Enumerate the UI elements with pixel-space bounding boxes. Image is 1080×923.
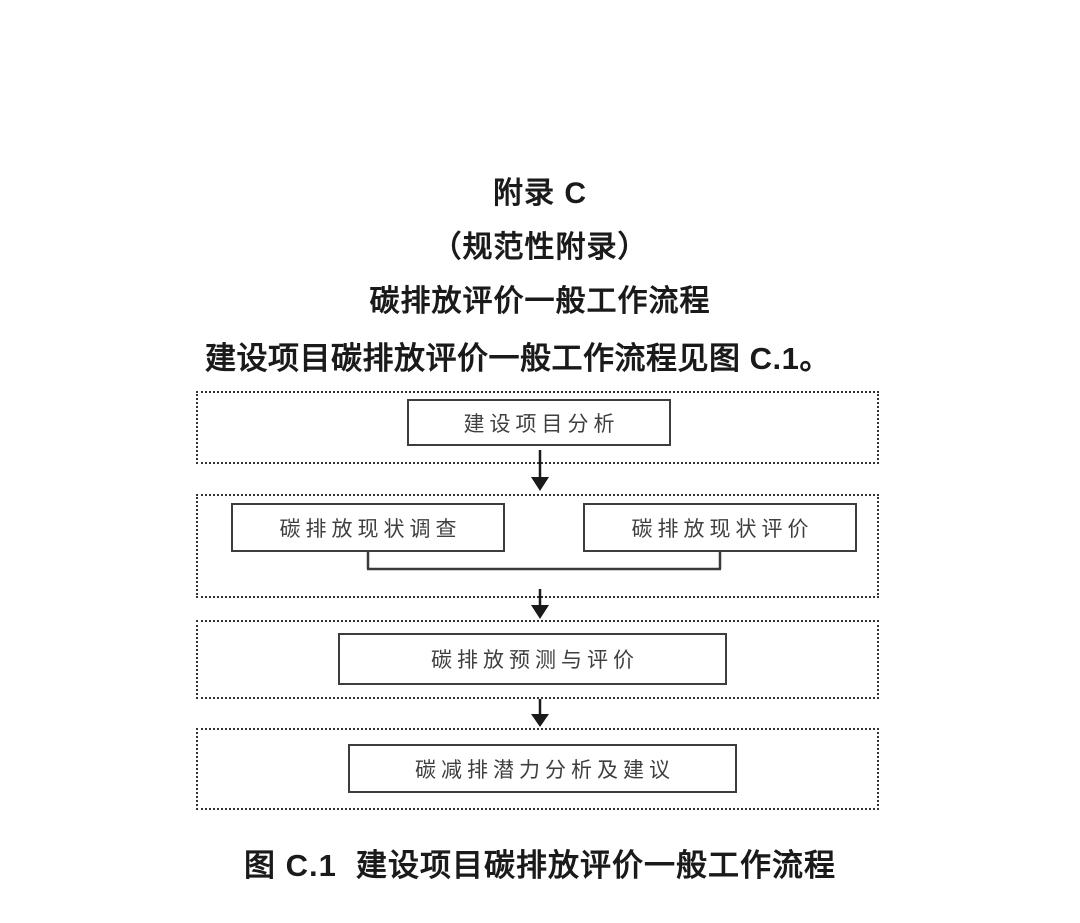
flow-box-status-evaluation: 碳排放现状评价 bbox=[583, 503, 857, 552]
appendix-title: 碳排放评价一般工作流程 bbox=[369, 285, 711, 318]
flow-stage-3-container bbox=[196, 620, 879, 699]
intro-text: 建设项目碳排放评价一般工作流程见图 C.1。 bbox=[205, 341, 831, 376]
flow-box-project-analysis: 建设项目分析 bbox=[407, 399, 671, 446]
appendix-label: 附录 C bbox=[493, 177, 587, 210]
arrow-stage1-to-stage2-head bbox=[531, 477, 549, 491]
flow-stage-1-container bbox=[196, 391, 879, 464]
arrow-stage3-to-stage4-head bbox=[531, 714, 549, 727]
flow-box-status-survey: 碳排放现状调查 bbox=[231, 503, 505, 552]
flow-box-prediction-evaluation: 碳排放预测与评价 bbox=[338, 633, 727, 685]
figure-caption: 图 C.1 建设项目碳排放评价一般工作流程 bbox=[243, 848, 837, 883]
flow-box-reduction-potential: 碳减排潜力分析及建议 bbox=[348, 744, 737, 793]
flow-stage-2-container bbox=[196, 494, 879, 598]
flow-stage-4-container bbox=[196, 728, 879, 810]
appendix-kind: （规范性附录） bbox=[431, 231, 649, 264]
arrow-stage2-to-stage3-head bbox=[531, 605, 549, 619]
